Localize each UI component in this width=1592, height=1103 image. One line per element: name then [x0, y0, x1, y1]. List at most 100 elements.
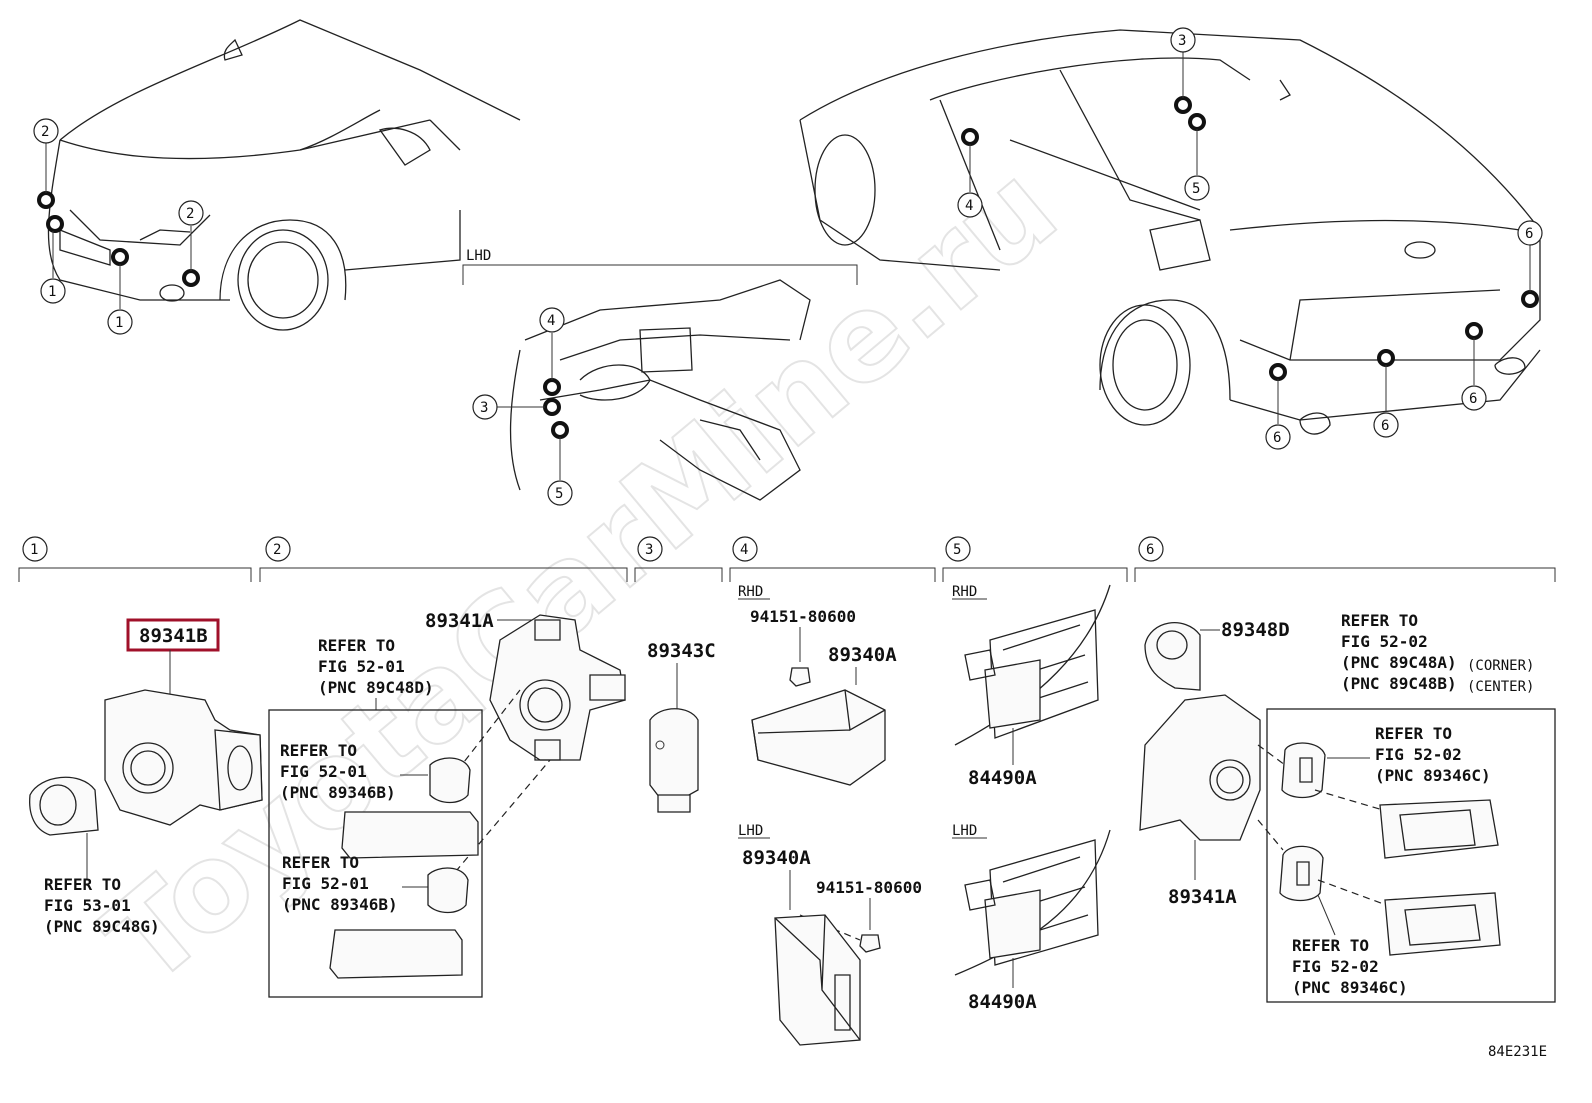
- section-2: REFER TO FIG 52-01 (PNC 89C48D) 89341A R…: [268, 610, 626, 998]
- refer-line: REFER TO: [1341, 611, 1418, 630]
- sensor-dot: [182, 269, 200, 287]
- refer-line[interactable]: FIG 52-01: [280, 762, 367, 781]
- sensor-dot: [37, 191, 55, 209]
- refer-line[interactable]: FIG 52-01: [282, 874, 369, 893]
- refer-line[interactable]: FIG 53-01: [44, 896, 131, 915]
- sensor-dot: [1465, 322, 1483, 340]
- sensor-dot: [543, 398, 561, 416]
- front-car-view: 2 2 1 1: [33, 19, 521, 335]
- refer-line: REFER TO: [318, 636, 395, 655]
- sensor-clip: [1281, 742, 1326, 799]
- detail-box: [1266, 708, 1556, 1003]
- bolt-number[interactable]: 94151-80600: [750, 607, 856, 626]
- callout-number: 6: [1273, 430, 1281, 446]
- section-5: RHD 84490A LHD 84490A: [952, 584, 1111, 1013]
- callout-number: 6: [1469, 391, 1477, 407]
- bolt: [789, 667, 811, 687]
- bolt: [859, 934, 881, 953]
- section-6: 89348D 89341A REFER TO FIG 52-02 (PNC 89…: [1139, 611, 1556, 1003]
- refer-line: REFER TO: [1292, 936, 1369, 955]
- refer-line: (PNC 89C48D): [318, 678, 434, 697]
- refer-line: REFER TO: [280, 741, 357, 760]
- section-3: 89343C: [647, 640, 716, 813]
- callout-number: 6: [1381, 418, 1389, 434]
- section-4: RHD 94151-80600 89340A LHD 89340A 94151-…: [738, 584, 922, 1046]
- callout-number: 2: [41, 124, 49, 140]
- mounting-bracket: [1384, 892, 1501, 956]
- refer-line: (PNC 89346B): [280, 783, 396, 802]
- rhd-label: RHD: [952, 584, 977, 600]
- callout-number: 5: [1192, 181, 1200, 197]
- part-number[interactable]: 84490A: [968, 991, 1037, 1013]
- callout-number: 4: [547, 313, 555, 329]
- mounting-pad: [341, 811, 479, 859]
- sensor-dot: [551, 421, 569, 439]
- part-number[interactable]: 89343C: [647, 640, 716, 662]
- refer-line: (PNC 89C48G): [44, 917, 160, 936]
- refer-line: REFER TO: [44, 875, 121, 894]
- sensor-dot: [1174, 96, 1192, 114]
- highlighted-part-box[interactable]: [126, 618, 220, 652]
- refer-line: REFER TO: [1375, 724, 1452, 743]
- refer-line[interactable]: FIG 52-02: [1292, 957, 1379, 976]
- callout-number: 4: [965, 198, 973, 214]
- sensor-dot: [46, 215, 64, 233]
- mounting-pad: [329, 929, 463, 979]
- sensor-dot: [543, 378, 561, 396]
- callout-number: 3: [480, 400, 488, 416]
- refer-line: (PNC 89C48A): [1341, 653, 1457, 672]
- refer-line: REFER TO: [282, 853, 359, 872]
- lhd-dashboard-view: LHD 4 3 5: [462, 248, 858, 506]
- part-number[interactable]: 89348D: [1221, 619, 1290, 641]
- watermark: ToyotaCarMine.ru: [79, 139, 1082, 1012]
- sensor-dot: [1377, 349, 1395, 367]
- refer-line: (PNC 89346C): [1375, 766, 1491, 785]
- part-number[interactable]: 89340A: [742, 847, 811, 869]
- callout-number: 1: [115, 315, 123, 331]
- switch-84490A: [984, 659, 1041, 729]
- refer-line[interactable]: FIG 52-01: [318, 657, 405, 676]
- ecu-module: [751, 689, 886, 786]
- sensor-clip: [1279, 845, 1324, 902]
- switch-84490A: [984, 889, 1041, 959]
- diagram-code: 84E231E: [1488, 1044, 1547, 1060]
- rhd-label: RHD: [738, 584, 763, 600]
- refer-line[interactable]: FIG 52-02: [1341, 632, 1428, 651]
- lhd-label: LHD: [738, 823, 763, 839]
- sensor-retainer-89348D: [1144, 622, 1201, 691]
- refer-line: (PNC 89346B): [282, 895, 398, 914]
- lhd-label: LHD: [466, 248, 491, 264]
- section-number: 6: [1146, 542, 1154, 558]
- part-number-highlighted[interactable]: 89341B: [139, 625, 208, 647]
- callout-number: 3: [1178, 33, 1186, 49]
- callout-number: 1: [48, 284, 56, 300]
- position-tag: (CENTER): [1467, 679, 1534, 695]
- sensor-dot: [1269, 363, 1287, 381]
- sensor-dot: [1188, 113, 1206, 131]
- position-tag: (CORNER): [1467, 658, 1534, 674]
- part-number[interactable]: 89341A: [1168, 886, 1237, 908]
- buzzer-89343C: [649, 708, 699, 801]
- section-1: 89341B REFER TO FIG 53-01 (PNC 89C48G): [29, 618, 263, 936]
- rear-car-view: 3 4 5 6 6 6 6: [799, 27, 1543, 450]
- section-number: 5: [953, 542, 961, 558]
- section-number: 3: [645, 542, 653, 558]
- callout-number: 2: [186, 206, 194, 222]
- refer-line: (PNC 89C48B): [1341, 674, 1457, 693]
- refer-line: (PNC 89346C): [1292, 978, 1408, 997]
- lhd-label: LHD: [952, 823, 977, 839]
- sensor-clip: [429, 757, 471, 804]
- section-number: 1: [30, 542, 38, 558]
- mounting-bracket: [1379, 799, 1499, 859]
- parking-sensor-89341A: [1139, 694, 1261, 841]
- part-number[interactable]: 89341A: [425, 610, 494, 632]
- sensor-clip: [427, 867, 469, 914]
- refer-line[interactable]: FIG 52-02: [1375, 745, 1462, 764]
- part-number[interactable]: 89340A: [828, 644, 897, 666]
- callout-number: 5: [555, 486, 563, 502]
- bolt-number[interactable]: 94151-80600: [816, 878, 922, 897]
- sensor-dot: [961, 128, 979, 146]
- part-number[interactable]: 84490A: [968, 767, 1037, 789]
